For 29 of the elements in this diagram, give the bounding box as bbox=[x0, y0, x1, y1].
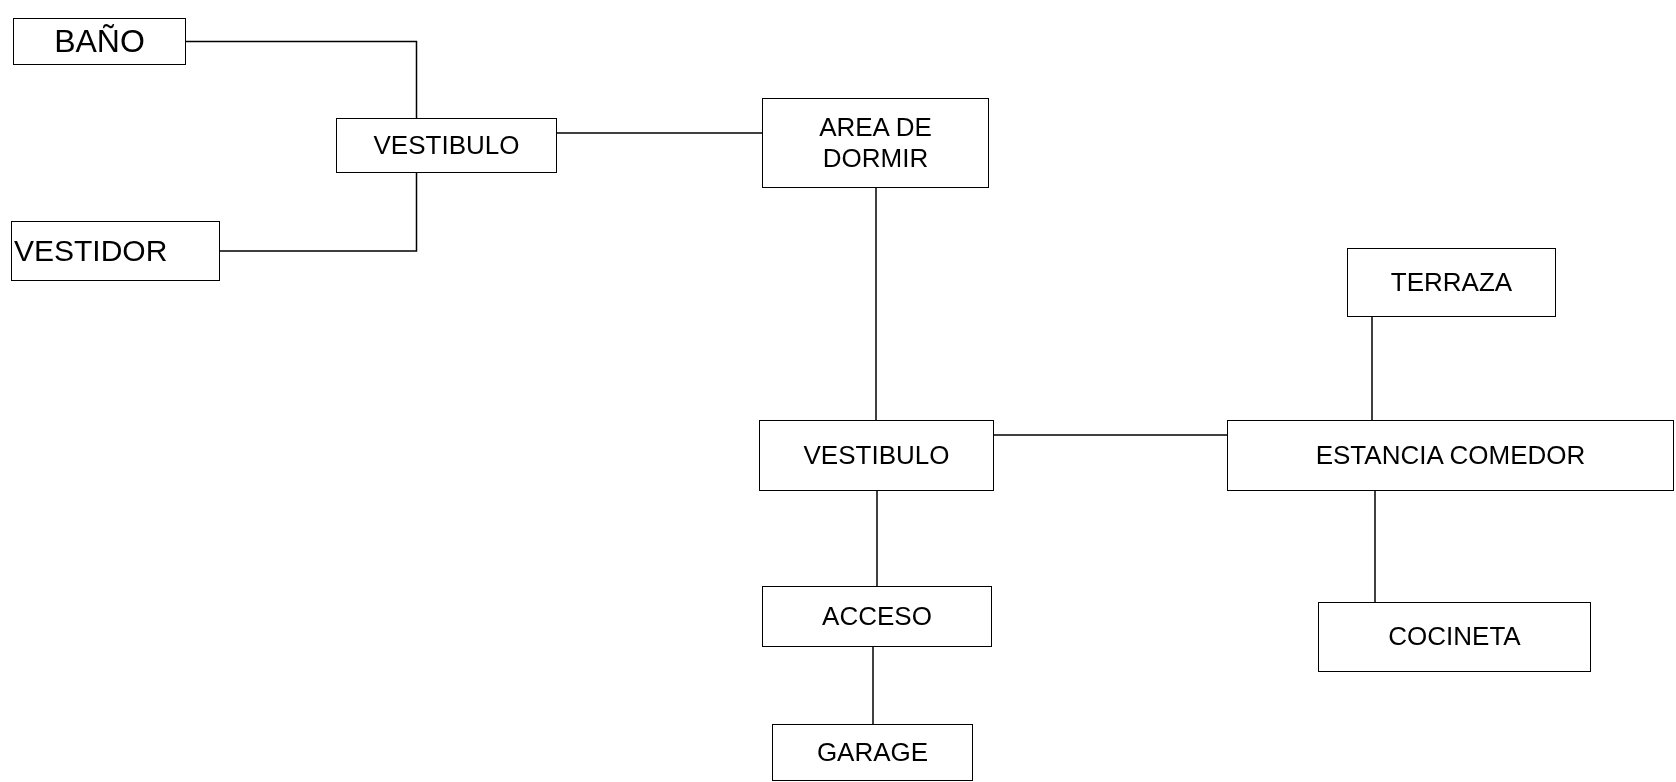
connector-line bbox=[185, 40, 418, 119]
connector-line bbox=[219, 172, 418, 252]
room-box bbox=[1227, 420, 1674, 491]
room-box bbox=[1347, 248, 1556, 317]
room-box bbox=[762, 586, 992, 647]
room-box bbox=[336, 118, 557, 173]
connector-line bbox=[1371, 316, 1373, 421]
room-box bbox=[1318, 602, 1591, 672]
room-label: VESTIBULO bbox=[802, 439, 951, 472]
room-label: COCINETA bbox=[1387, 621, 1522, 653]
connector-line bbox=[875, 187, 877, 421]
room-box bbox=[13, 18, 186, 65]
room-label: TERRAZA bbox=[1389, 266, 1514, 299]
connector-line bbox=[556, 132, 763, 134]
room-label: VESTIBULO bbox=[372, 129, 521, 162]
connector-line bbox=[993, 434, 1228, 436]
room-box bbox=[759, 420, 994, 491]
connector-line bbox=[1374, 490, 1376, 603]
room-box bbox=[772, 724, 973, 781]
room-label: AREA DE DORMIR bbox=[818, 111, 933, 175]
connector-line bbox=[876, 490, 878, 587]
room-box bbox=[762, 98, 989, 188]
room-label: ESTANCIA COMEDOR bbox=[1314, 439, 1587, 472]
room-label: BAÑO bbox=[53, 22, 146, 61]
room-box bbox=[11, 221, 220, 281]
room-label: VESTIDOR bbox=[13, 233, 169, 269]
room-label: GARAGE bbox=[815, 736, 930, 769]
connector-line bbox=[872, 646, 874, 725]
room-label: ACCESO bbox=[821, 600, 933, 633]
